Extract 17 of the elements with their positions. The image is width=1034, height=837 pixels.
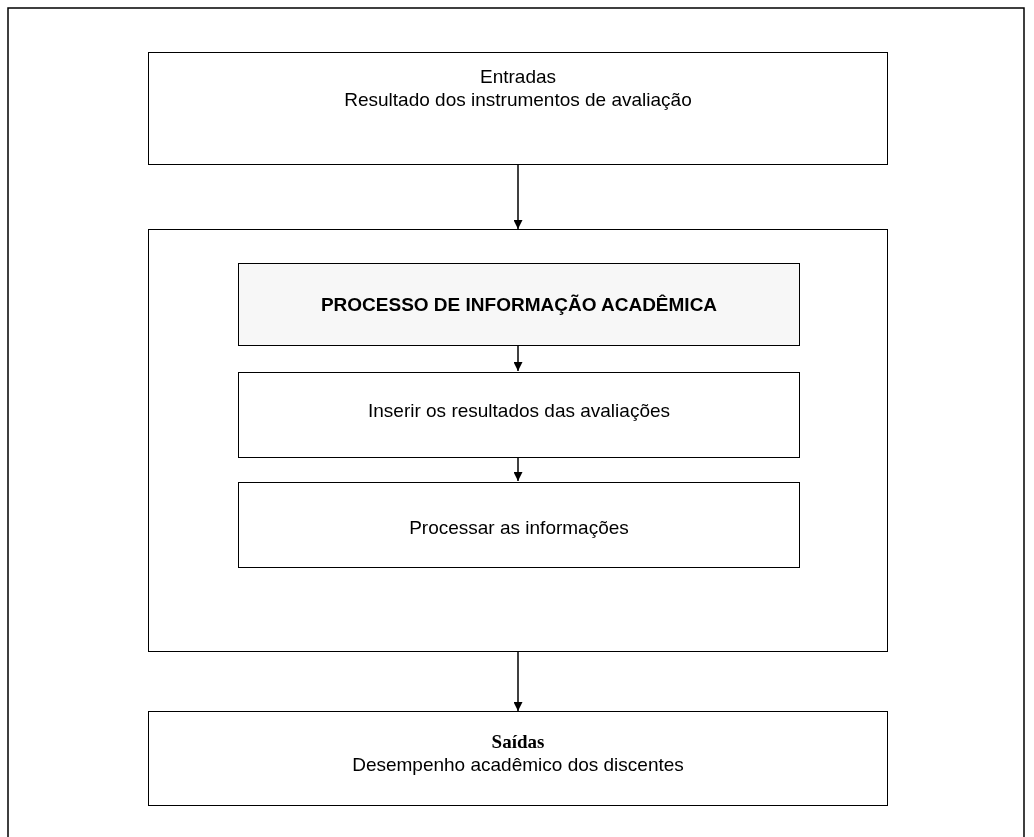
box-text: Resultado dos instrumentos de avaliação [344,88,692,111]
process-box [238,372,800,458]
box-text: Desempenho acadêmico dos discentes [352,753,684,776]
container-box [148,229,888,652]
process-box [238,482,800,568]
arrow [513,456,523,482]
box-heading: Entradas [479,65,556,88]
process-box [148,52,888,165]
box-text: PROCESSO DE INFORMAÇÃO ACADÊMICA [320,293,718,316]
arrow [513,164,523,230]
box-text: Processar as informações [409,516,629,539]
arrow [513,344,523,372]
box-heading: Saídas [491,730,545,753]
process-box [148,711,888,806]
arrow [513,651,523,712]
box-text: Inserir os resultados das avaliações [367,399,670,422]
process-box [238,263,800,346]
